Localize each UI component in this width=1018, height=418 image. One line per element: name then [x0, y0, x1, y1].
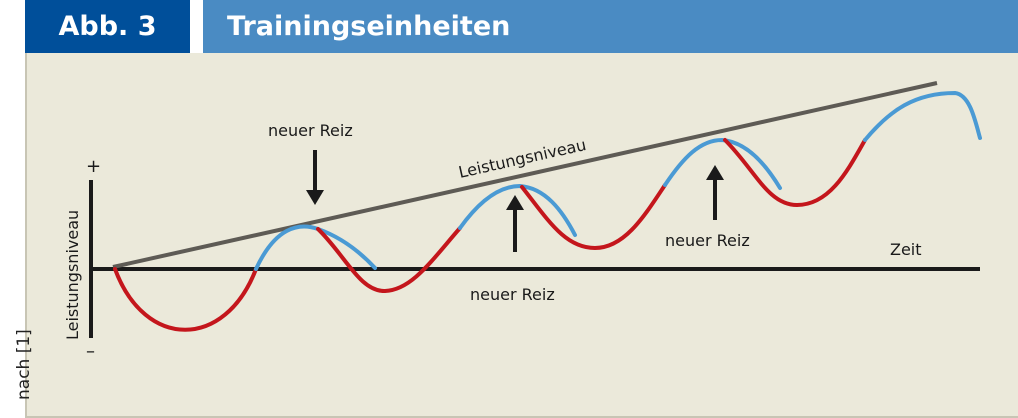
arrow-down-icon [306, 150, 324, 205]
x-axis-label: Zeit [890, 240, 922, 259]
recovery-curve [520, 183, 667, 251]
figure-label: Abb. 3 [25, 0, 190, 53]
supercompensation-curve [863, 90, 982, 142]
trend-line [112, 81, 938, 269]
arrow-up-icon [706, 165, 724, 220]
recovery-curve [113, 267, 258, 332]
diagram-panel [25, 53, 1018, 418]
figure-title: Trainingseinheiten [203, 0, 1018, 53]
recovery-curve [723, 138, 867, 208]
stimulus-label: neuer Reiz [665, 231, 750, 250]
stimulus-label: neuer Reiz [470, 285, 555, 304]
supercompensation-curve [458, 183, 577, 237]
supercompensation-curve [663, 137, 782, 190]
recovery-curve [316, 226, 462, 294]
arrow-up-icon [506, 195, 524, 252]
stimulus-label: neuer Reiz [268, 121, 353, 140]
y-plus-label: + [86, 156, 101, 177]
y-minus-label: – [86, 341, 95, 362]
y-axis-label: Leistungsniveau [63, 210, 82, 340]
